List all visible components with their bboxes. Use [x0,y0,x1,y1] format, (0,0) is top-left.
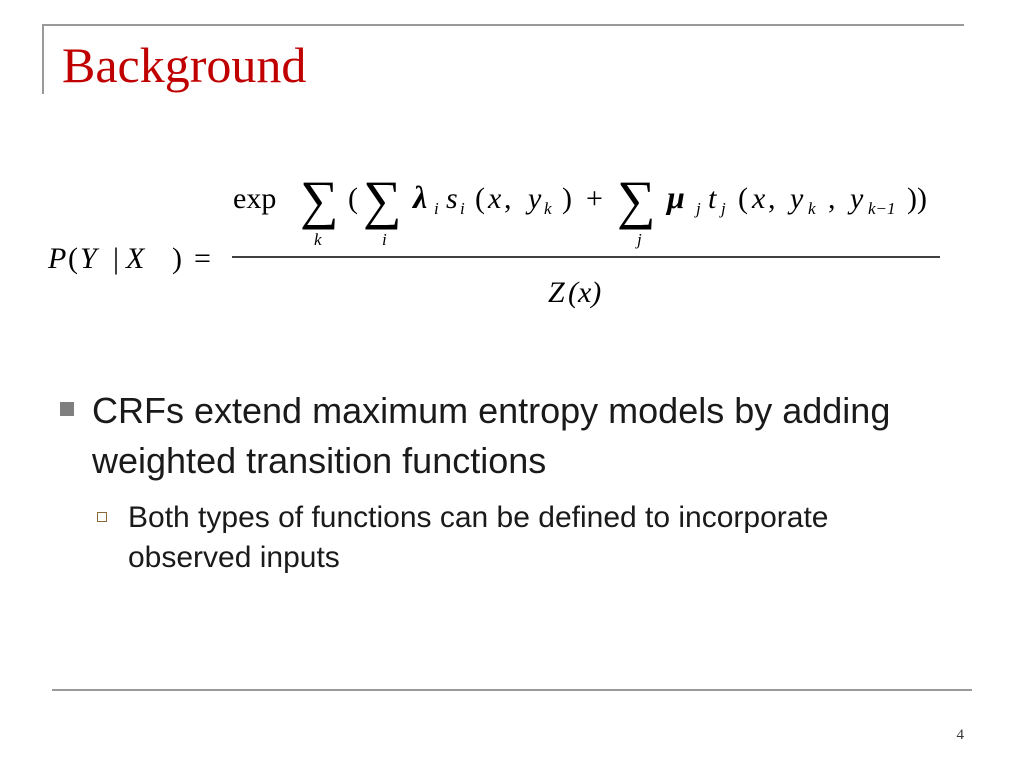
formula-t-sub-j: j [719,199,726,218]
frame-top-line [42,24,964,26]
formula-denominator-z: Z [548,276,565,309]
formula-lhs-p: P [47,242,66,275]
sub-bullet-hollow-square-icon [97,512,107,522]
formula-sub-j: j [635,230,642,249]
formula-sum-i: ∑ [363,170,402,230]
formula-args2-comma1: , [768,182,776,215]
formula-plus: + [586,182,603,215]
formula-equals: = [194,242,211,275]
bullet-square-icon [60,402,74,416]
formula-args2-comma2: , [828,182,836,215]
formula-s: s [446,182,458,215]
frame-left-line [42,24,44,94]
formula-args2-y2-sub: k−1 [868,199,896,218]
formula-args1-x: x [487,182,502,215]
formula-lhs-y: Y [80,242,100,275]
formula-lhs-close: ) [172,242,182,275]
formula-lhs-bar: | [113,242,119,275]
formula-args2-y1-sub-k: k [808,199,816,218]
bullet-text: CRFs extend maximum entropy models by ad… [92,390,891,481]
formula-args1-comma: , [504,182,512,215]
formula-mu-sub-j: j [694,199,701,218]
formula-exp: exp [233,182,276,215]
page-number: 4 [956,727,965,743]
formula-s-sub-i: i [460,199,465,218]
formula-args2-open: ( [738,182,748,215]
formula-args1-y-sub-k: k [544,199,552,218]
formula-args1-y: y [525,182,542,215]
formula-lambda-sub-i: i [434,199,439,218]
formula-paren-open: ( [348,182,358,215]
formula-denominator-arg: (x) [568,276,601,309]
formula-sum-j: ∑ [617,170,656,230]
formula-args2-y1: y [787,182,804,215]
formula-lambda: λ [411,179,427,215]
formula-sub-i: i [382,230,387,249]
formula-closing-parens: )) [907,182,927,215]
formula-sum-k: ∑ [300,170,339,230]
crf-formula: P ( Y | X ) = exp ∑ k ( ∑ i λ i s i ( x … [47,170,940,309]
formula-args1-close: ) [562,182,572,215]
formula-lhs-open: ( [68,242,78,275]
formula-args2-y2: y [847,182,864,215]
frame-bottom-line [52,689,972,691]
formula-args2-x: x [751,182,766,215]
formula-args1-open: ( [475,182,485,215]
formula-lhs-x: X [125,242,146,275]
sub-bullet-text: Both types of functions can be defined t… [128,501,829,574]
slide-title: Background [62,37,307,93]
formula-mu: μ [665,179,685,215]
formula-sub-k: k [314,230,322,249]
formula-t: t [708,182,717,215]
